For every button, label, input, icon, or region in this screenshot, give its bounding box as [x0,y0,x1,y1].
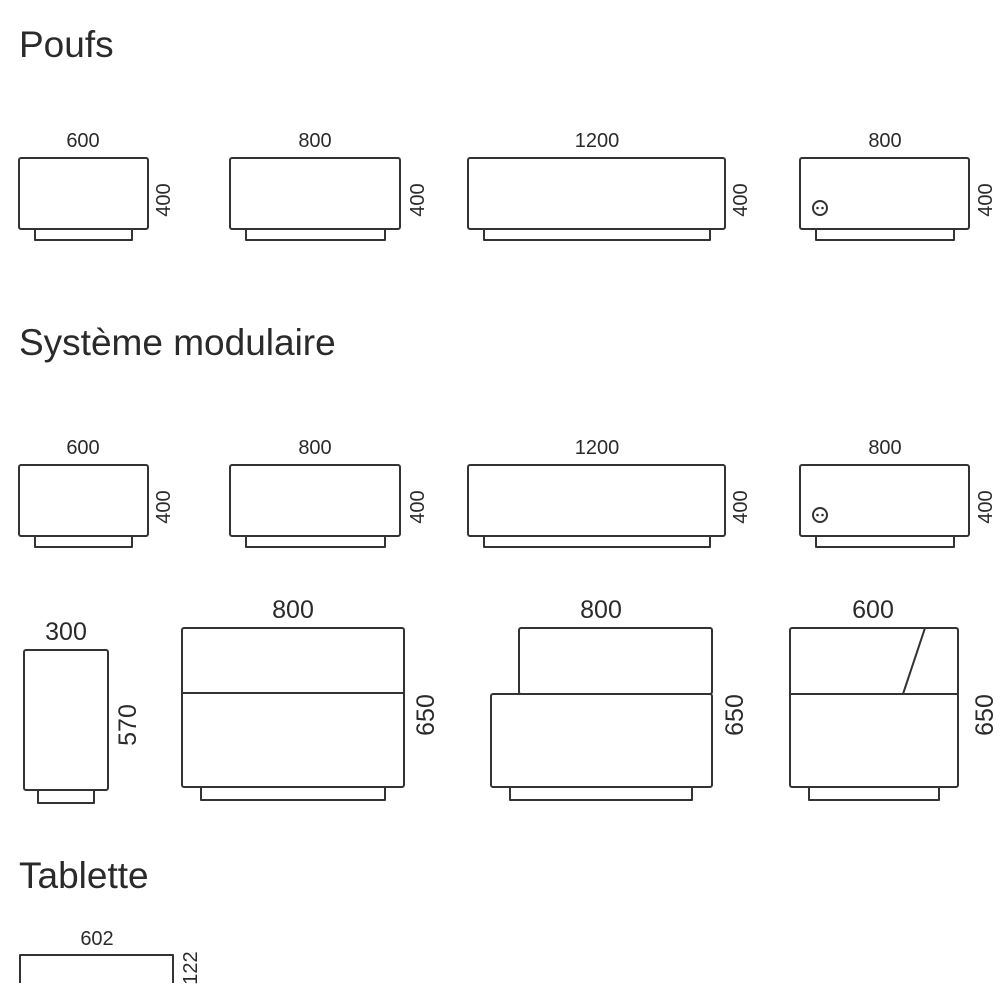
dim-height: 400 [153,490,175,523]
modular-pouf-1200: 1200 400 [467,437,752,548]
pouf-800-socket: 800 400 [799,130,997,241]
dim-width: 800 [272,596,314,624]
dim-height: 400 [975,490,997,523]
modular-pouf-800: 800 400 [229,437,429,548]
dim-width: 800 [580,596,622,624]
modular-pouf-600: 600 400 [18,437,175,548]
sofa-module-800: 800 650 [181,596,440,801]
section-title-poufs: Poufs [19,24,114,65]
armrest-module-600: 600 650 [789,596,999,801]
corner-module-800: 800 650 [490,596,749,801]
dim-width: 1200 [575,437,620,459]
dim-width: 800 [868,130,901,152]
pouf-1200: 1200 400 [467,130,752,241]
modular-pouf-800-socket: 800 400 [799,437,997,548]
side-unit-300: 300 570 [23,618,142,804]
dim-height: 400 [730,490,752,523]
pouf-600: 600 400 [18,130,175,241]
power-socket-icon [812,507,828,523]
dim-width: 800 [298,437,331,459]
dim-width: 602 [80,928,113,950]
dim-height: 650 [971,694,999,736]
tablette-602: 602 122 [19,928,202,985]
dim-height: 400 [407,183,429,216]
dim-width: 800 [298,130,331,152]
dim-width: 600 [852,596,894,624]
dim-width: 1200 [575,130,620,152]
dim-height: 400 [153,183,175,216]
dim-height: 400 [730,183,752,216]
dim-height: 400 [975,183,997,216]
dim-width: 600 [66,130,99,152]
dim-width: 300 [45,618,87,646]
section-title-tablette: Tablette [19,855,149,896]
dim-height: 122 [180,951,202,984]
pouf-800: 800 400 [229,130,429,241]
dim-height: 650 [412,694,440,736]
dim-height: 400 [407,490,429,523]
dim-width: 800 [868,437,901,459]
dim-height: 570 [114,704,142,746]
section-title-modular: Système modulaire [19,322,336,363]
power-socket-icon [812,200,828,216]
dim-height: 650 [721,694,749,736]
dim-width: 600 [66,437,99,459]
